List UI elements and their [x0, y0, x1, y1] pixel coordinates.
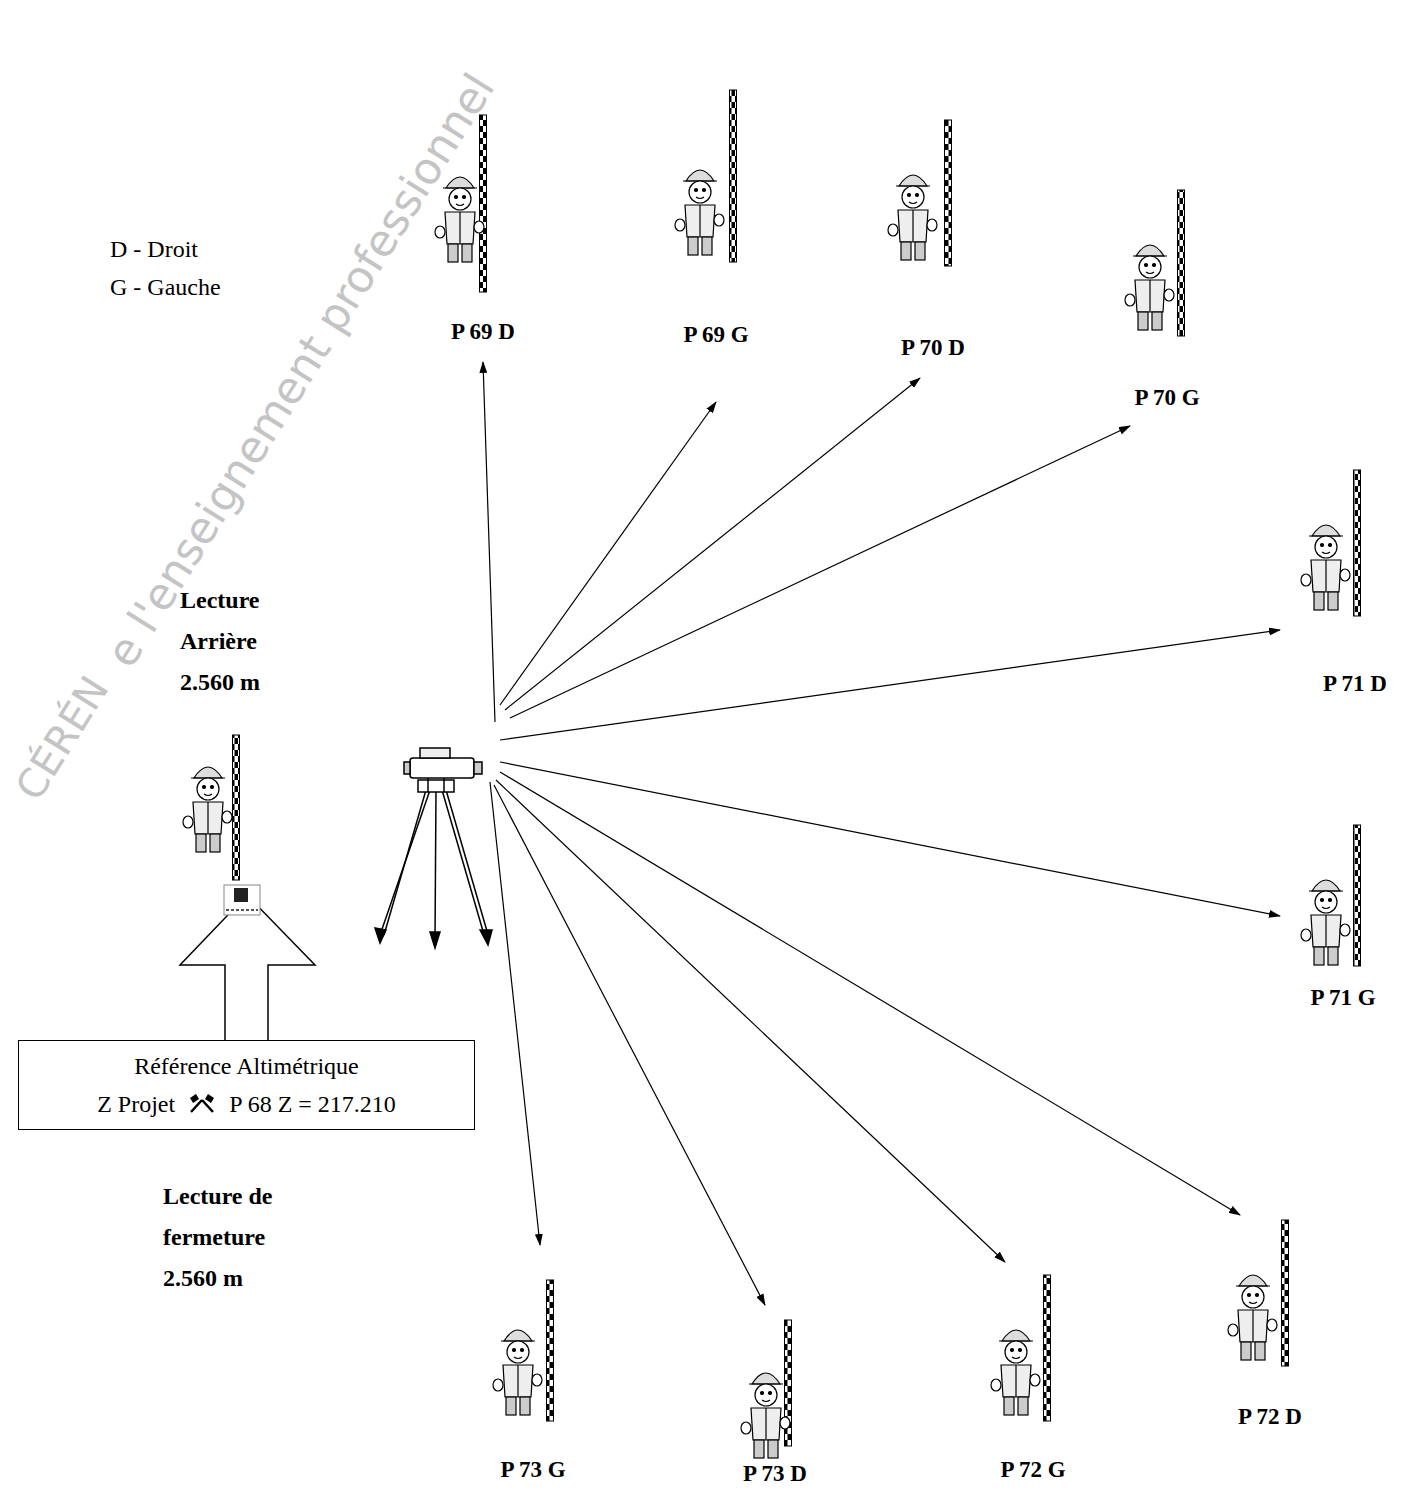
levelling-staff: [480, 115, 487, 292]
rod-holder: [741, 1373, 790, 1458]
levelling-staff: [1282, 1220, 1289, 1366]
levelling-staff: [1354, 825, 1361, 966]
rod-holder: [1228, 1275, 1277, 1360]
reading-note: Lecture Arrière 2.560 m: [180, 580, 292, 703]
point-label: P 73 G: [500, 1457, 565, 1483]
levelling-staff: [945, 120, 952, 266]
reading-note: Lecture de fermeture 2.560 m: [163, 1176, 303, 1299]
rod-holder: [1301, 525, 1350, 610]
levelling-staff: [233, 735, 240, 880]
point-label: P 72 G: [1000, 1457, 1065, 1483]
reference-box: Référence Altimétrique Z Projet P 68 Z = 2…: [18, 1040, 475, 1130]
point-label: P 72 D: [1238, 1404, 1302, 1430]
hollow-arrow: [180, 895, 315, 1040]
rod-holder: [991, 1330, 1040, 1415]
box-text: P 68 Z = 217.210: [229, 1091, 396, 1117]
legend-note: D - Droit: [110, 236, 198, 263]
sight-line: [490, 782, 540, 1245]
sight-line: [500, 772, 1240, 1215]
box-heading: Référence Altimétrique: [134, 1053, 359, 1079]
sight-line: [496, 780, 1005, 1262]
benchmark-symbol: [187, 1092, 217, 1116]
watermark: e l'enseignement professionnel: [96, 64, 504, 675]
sight-line: [500, 762, 1280, 916]
sight-line: [510, 426, 1130, 718]
point-label: P 73 D: [743, 1461, 807, 1487]
sight-line: [500, 630, 1280, 740]
benchmark-plaque: [224, 885, 260, 915]
rod-holder: [888, 175, 937, 260]
box-text: Z Projet: [97, 1091, 175, 1117]
point-label: P 71 D: [1323, 671, 1387, 697]
point-label: P 69 D: [451, 319, 515, 345]
levelling-staff: [1354, 470, 1361, 616]
levelling-staff: [547, 1280, 554, 1421]
sight-line: [500, 402, 716, 705]
sight-line: [505, 378, 920, 710]
levelling-staff: [730, 90, 737, 262]
rod-holder: [493, 1330, 542, 1415]
rod-holder: [675, 170, 724, 255]
watermark: CÉRÉN: [6, 668, 117, 808]
levelling-staff: [1178, 190, 1185, 336]
rod-holder: [1125, 245, 1174, 330]
rod-holder: [1301, 880, 1350, 965]
sight-line: [494, 785, 765, 1305]
point-label: P 69 G: [683, 322, 748, 348]
point-label: P 70 G: [1134, 385, 1199, 411]
level-instrument: [375, 748, 492, 948]
point-label: P 71 G: [1310, 985, 1375, 1011]
point-label: P 70 D: [901, 335, 965, 361]
legend-note: G - Gauche: [110, 274, 221, 301]
rod-holder: [183, 767, 232, 852]
sight-line: [483, 362, 495, 722]
levelling-staff: [1044, 1275, 1051, 1421]
